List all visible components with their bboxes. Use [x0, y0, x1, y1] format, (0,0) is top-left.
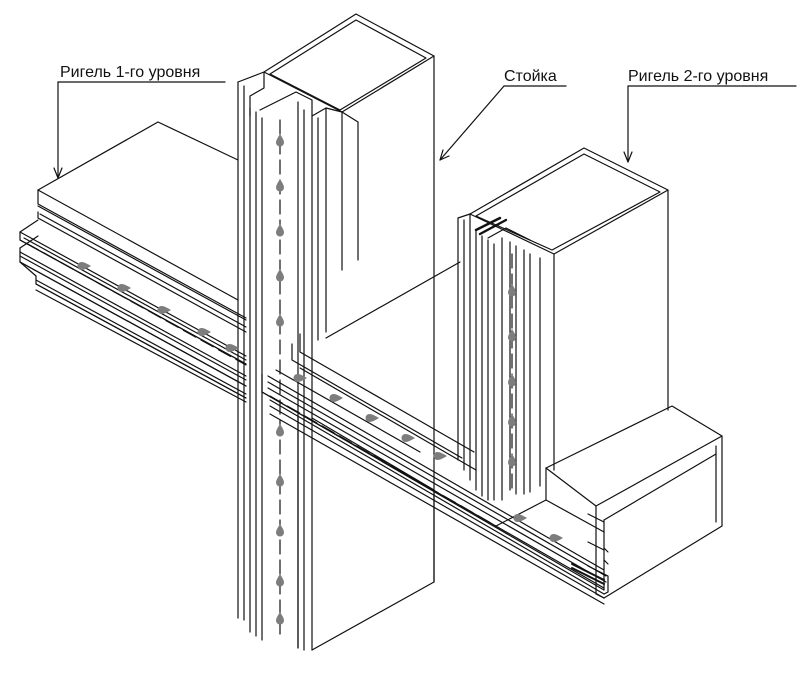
leader-mullion: [439, 85, 505, 161]
callout-leaders: [53, 81, 797, 179]
transom2-drain-line: [269, 395, 497, 527]
label-transom-level2: Ригель 2-го уровня: [628, 68, 769, 85]
label-mullion: Стойка: [504, 68, 557, 85]
mullion-top-face: [263, 13, 435, 113]
transom-level2: [261, 261, 723, 605]
mullion-level2: [457, 147, 669, 501]
transom2-top-face: [545, 405, 723, 507]
label-transom-level1: Ригель 1-го уровня: [60, 64, 201, 81]
transom1-drain-line: [25, 242, 247, 366]
transom1-top-back-edge: [37, 121, 239, 191]
transom1-top-plate: [37, 189, 247, 319]
mullion2-top-face: [469, 147, 669, 255]
transom-level1: [19, 121, 247, 403]
